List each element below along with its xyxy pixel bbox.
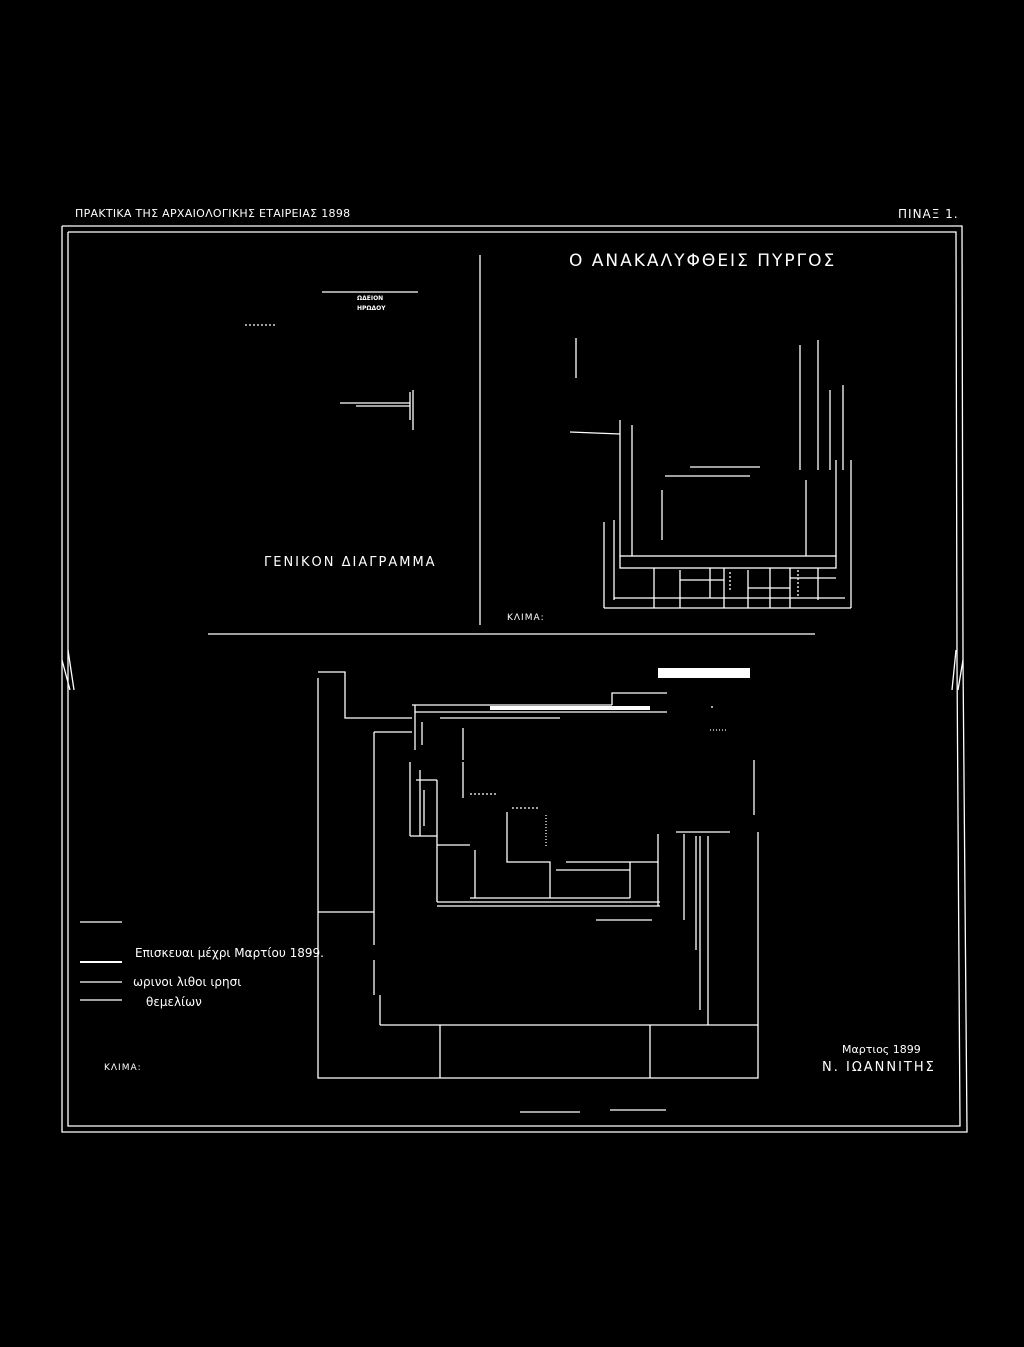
tower-scale-label: ΚΛΙΜΑ: [507,613,545,623]
journal-title: ΠΡΑΚΤΙΚΑ ΤΗΣ ΑΡΧΑΙΟΛΟΓΙΚΗΣ ΕΤΑΙΡΕΙΑΣ 189… [75,207,351,220]
signature-date: Μαρτιος 1899 [842,1043,921,1056]
odeion-label-line1: ΩΔΕΙΟΝ [357,295,384,302]
general-plan-fragments [245,291,418,430]
legend-item-repairs: Επισκευαι μέχρι Μαρτίου 1899. [135,946,324,960]
odeion-label-line2: ΗΡΩΔΟΥ [357,305,386,312]
signature-author: Ν. ΙΩΑΝΝΙΤΗΣ [822,1060,936,1075]
detail-plan-lines [317,668,759,1113]
plate-frame [61,225,968,1133]
legend-item-stones: ωρινοι λιθοι ιρησι [133,975,242,989]
legend-swatches [80,921,122,1001]
panel-separators [208,255,815,635]
odeion-label: ΩΔΕΙΟΝ [357,296,383,302]
detail-scale-label: ΚΛΙΜΑ: [104,1063,142,1073]
legend-item-foundations: θεμελίων [146,995,202,1009]
tower-plan-lines [569,338,852,609]
odeion-label-herodou: ΗΡΩΔΟΥ [357,306,386,312]
plate-number: ΠΙΝΑΞ 1. [898,207,959,221]
general-plan-title: ΓΕΝΙΚΟΝ ΔΙΑΓΡΑΜΜΑ [264,555,437,570]
tower-plan-title: Ο ΑΝΑΚΑΛΥΦΘΕΙΣ ΠΥΡΓΟΣ [569,251,837,271]
